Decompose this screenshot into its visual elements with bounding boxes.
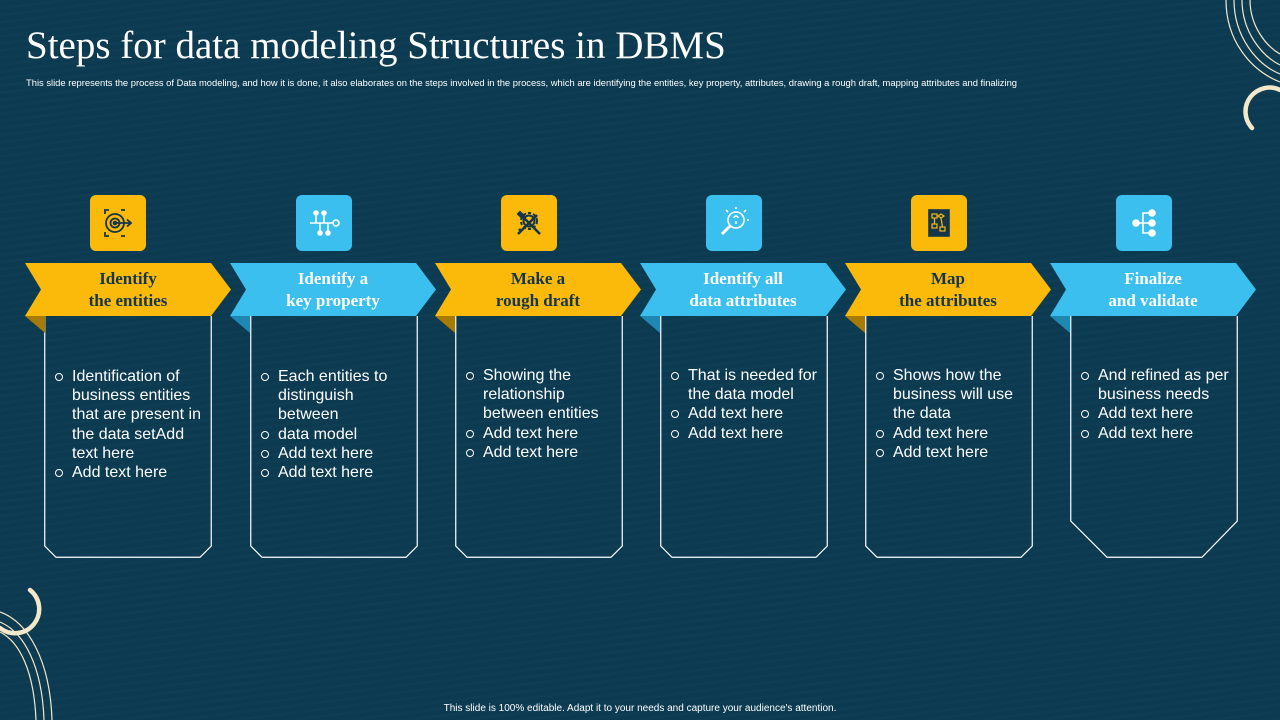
step-3-icon-box — [501, 195, 557, 251]
bullet-item: Showing the relationship between entitie… — [463, 366, 619, 424]
step-2-bullets: Each entities to distinguish between dat… — [258, 367, 414, 482]
bullet-item: Add text here — [668, 424, 824, 443]
tools-gear-icon — [516, 210, 541, 235]
step-1-banner: Identify the entities — [25, 263, 231, 333]
step-3-banner: Make a rough draft — [435, 263, 641, 333]
network-nodes-icon — [310, 210, 340, 236]
step-3-bullets: Showing the relationship between entitie… — [463, 366, 619, 462]
footer-note: This slide is 100% editable. Adapt it to… — [443, 703, 837, 714]
bullet-item: Add text here — [873, 424, 1029, 443]
bullet-item: Each entities to distinguish between — [258, 367, 414, 425]
bullet-item: Add text here — [258, 463, 414, 482]
step-6-heading: Finalize and validate — [1108, 269, 1198, 310]
step-1-bullets: Identification of business entities that… — [52, 367, 208, 482]
bullet-item: Add text here — [668, 404, 824, 423]
bottom-left-arc-decoration — [0, 587, 53, 720]
bullet-item: Add text here — [463, 443, 619, 462]
step-5-banner: Map the attributes — [845, 263, 1051, 333]
step-1-card: Identification of business entities that… — [44, 316, 212, 558]
step-1-heading: Identify the entities — [88, 269, 168, 310]
bullet-item: Add text here — [52, 463, 208, 482]
step-6-banner: Finalize and validate — [1050, 263, 1256, 333]
bullet-item: Add text here — [1078, 404, 1234, 423]
page-title: Steps for data modeling Structures in DB… — [26, 24, 726, 67]
flowchart-document-icon — [928, 209, 950, 237]
step-3-heading: Make a rough draft — [495, 269, 581, 310]
bullet-item: Add text here — [258, 444, 414, 463]
bullet-item: Identification of business entities that… — [52, 367, 208, 463]
step-2-card: Each entities to distinguish between dat… — [250, 316, 418, 558]
step-5-heading: Map the attributes — [899, 269, 997, 310]
step-5-icon-box — [911, 195, 967, 251]
page-subtitle: This slide represents the process of Dat… — [26, 77, 1018, 88]
bullet-item: data model — [258, 425, 414, 444]
bullet-item: Add text here — [463, 424, 619, 443]
step-5-bullets: Shows how the business will use the data… — [873, 366, 1029, 462]
step-6-bullets: And refined as per business needs Add te… — [1078, 366, 1234, 443]
bullet-item: And refined as per business needs — [1078, 366, 1234, 404]
step-2-icon-box — [296, 195, 352, 251]
step-6-icon-box — [1116, 195, 1172, 251]
step-4-card: That is needed for the data model Add te… — [660, 316, 828, 558]
bullet-item: Add text here — [873, 443, 1029, 462]
bullet-item: That is needed for the data model — [668, 366, 824, 404]
bullet-item: Shows how the business will use the data — [873, 366, 1029, 424]
step-4-heading: Identify all data attributes — [689, 269, 797, 310]
hierarchy-tree-icon — [1132, 209, 1156, 237]
top-right-arc-decoration — [1225, 0, 1280, 131]
step-4-bullets: That is needed for the data model Add te… — [668, 366, 824, 443]
step-6-card: And refined as per business needs Add te… — [1070, 316, 1238, 558]
target-arrow-icon — [104, 209, 133, 237]
step-4-banner: Identify all data attributes — [640, 263, 846, 333]
step-2-banner: Identify a key property — [230, 263, 436, 333]
idea-search-icon — [720, 207, 749, 236]
step-1-icon-box — [90, 195, 146, 251]
step-4-icon-box — [706, 195, 762, 251]
step-5-card: Shows how the business will use the data… — [865, 316, 1033, 558]
bullet-item: Add text here — [1078, 424, 1234, 443]
step-2-heading: Identify a key property — [286, 269, 380, 310]
step-3-card: Showing the relationship between entitie… — [455, 316, 623, 558]
